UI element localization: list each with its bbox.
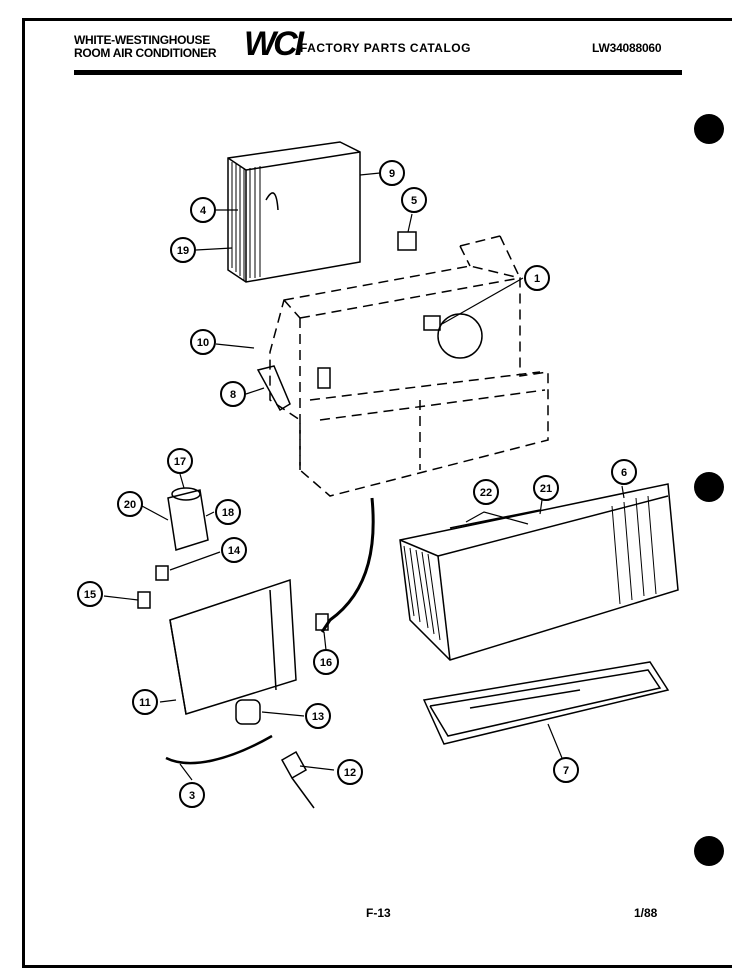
- callout-number: 17: [174, 456, 186, 468]
- callout-9: 9: [379, 160, 405, 186]
- punch-hole-top: [694, 114, 724, 144]
- chassis-base: [269, 235, 549, 497]
- callout-number: 18: [222, 507, 234, 519]
- callout-number: 5: [411, 195, 417, 207]
- callout-6: 6: [611, 459, 637, 485]
- callout-11: 11: [132, 689, 158, 715]
- callout-circle: [170, 237, 196, 263]
- callout-circle: [553, 757, 579, 783]
- callout-circle: [401, 187, 427, 213]
- part-1-control: [423, 315, 441, 331]
- callout-circle: [524, 265, 550, 291]
- center-bracket: [317, 367, 331, 389]
- callout-circle: [220, 381, 246, 407]
- part-5-block: [397, 231, 417, 251]
- power-cord: [320, 497, 375, 633]
- catalog-date: 1/88: [634, 906, 658, 920]
- control-bracket: [169, 578, 297, 715]
- callout-circle: [132, 689, 158, 715]
- callout-number: 20: [124, 499, 136, 511]
- wci-logo: WCI: [244, 25, 304, 63]
- cord-plug: [315, 613, 329, 631]
- callout-number: 3: [189, 790, 195, 802]
- callout-10: 10: [190, 329, 216, 355]
- punch-hole-middle: [694, 472, 724, 502]
- callout-19: 19: [170, 237, 196, 263]
- callout-number: 16: [320, 657, 332, 669]
- callout-circle: [313, 649, 339, 675]
- callout-circle: [473, 479, 499, 505]
- callout-8: 8: [220, 381, 246, 407]
- callout-circle: [337, 759, 363, 785]
- blower-housing: [437, 313, 483, 359]
- callout-1: 1: [524, 265, 550, 291]
- callout-13: 13: [305, 703, 331, 729]
- callout-circle: [379, 160, 405, 186]
- callout-20: 20: [117, 491, 143, 517]
- part-14-clip: [155, 565, 169, 581]
- callout-14: 14: [221, 537, 247, 563]
- page-border: [22, 18, 732, 968]
- callout-circle: [179, 782, 205, 808]
- callout-number: 6: [621, 467, 627, 479]
- callout-17: 17: [167, 448, 193, 474]
- catalog-title: FACTORY PARTS CATALOG: [300, 41, 471, 55]
- callout-circle: [190, 329, 216, 355]
- filter-tray: [422, 661, 670, 745]
- callout-number: 13: [312, 711, 324, 723]
- brand-line-1: WHITE-WESTINGHOUSE: [74, 33, 210, 47]
- callout-circle: [167, 448, 193, 474]
- callout-circle: [117, 491, 143, 517]
- part-15-clip: [137, 591, 151, 609]
- brand-line-2: ROOM AIR CONDITIONER: [74, 46, 217, 60]
- callout-circle: [305, 703, 331, 729]
- callout-5: 5: [401, 187, 427, 213]
- callout-12: 12: [337, 759, 363, 785]
- callout-18: 18: [215, 499, 241, 525]
- callout-number: 1: [534, 273, 540, 285]
- callout-number: 7: [563, 765, 569, 777]
- callout-number: 11: [139, 697, 151, 709]
- callout-circle: [221, 537, 247, 563]
- callout-21: 21: [533, 475, 559, 501]
- front-grille: [399, 483, 679, 661]
- callout-number: 19: [177, 245, 189, 257]
- callout-number: 21: [540, 483, 552, 495]
- callout-number: 9: [389, 168, 395, 180]
- callout-circle: [533, 475, 559, 501]
- part-13-switch: [235, 699, 261, 725]
- callout-15: 15: [77, 581, 103, 607]
- callout-3: 3: [179, 782, 205, 808]
- callout-circle: [611, 459, 637, 485]
- callout-circle: [77, 581, 103, 607]
- capacitor-top: [171, 487, 201, 501]
- callout-number: 12: [344, 767, 356, 779]
- part-3-harness: [165, 734, 273, 765]
- header-rule: [74, 70, 682, 75]
- callout-4: 4: [190, 197, 216, 223]
- callout-16: 16: [313, 649, 339, 675]
- part-8-seal: [256, 365, 291, 412]
- callout-circle: [215, 499, 241, 525]
- callout-circle: [190, 197, 216, 223]
- callout-number: 8: [230, 389, 236, 401]
- callout-number: 15: [84, 589, 96, 601]
- callout-number: 10: [197, 337, 209, 349]
- evaporator-coil: [227, 141, 361, 283]
- callout-number: 14: [228, 545, 241, 557]
- part-12-thermostat: [280, 750, 308, 780]
- capacitor: [167, 489, 209, 551]
- callout-number: 22: [480, 487, 492, 499]
- model-number: LW34088060: [592, 41, 662, 55]
- punch-hole-bottom: [694, 836, 724, 866]
- leader-lines: [103, 172, 625, 781]
- callout-22: 22: [473, 479, 499, 505]
- page-number: F-13: [366, 906, 391, 920]
- callout-7: 7: [553, 757, 579, 783]
- brand-name: WHITE-WESTINGHOUSE ROOM AIR CONDITIONER: [74, 33, 217, 60]
- callout-number: 4: [200, 205, 207, 217]
